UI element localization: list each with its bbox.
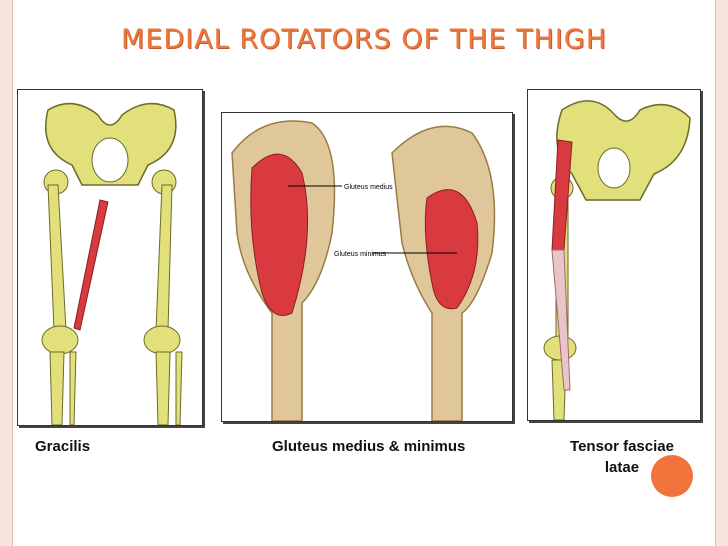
caption-gracilis: Gracilis <box>35 438 91 455</box>
gluteus-illustration: Gluteus medius Gluteus minimus <box>221 112 513 422</box>
label-gluteus-minimus: Gluteus minimus <box>334 251 387 258</box>
accent-circle <box>651 455 693 497</box>
slide-title: MEDIAL ROTATORS OF THE THIGH <box>121 24 607 55</box>
caption-tfl-line1: Tensor fasciae <box>570 438 674 455</box>
gracilis-illustration <box>17 89 203 426</box>
caption-tfl-line2: latae <box>604 459 640 476</box>
tensor-fasciae-latae-illustration <box>527 89 701 421</box>
caption-gluteus: Gluteus medius & minimus <box>272 438 466 455</box>
label-gluteus-medius: Gluteus medius <box>344 184 393 191</box>
